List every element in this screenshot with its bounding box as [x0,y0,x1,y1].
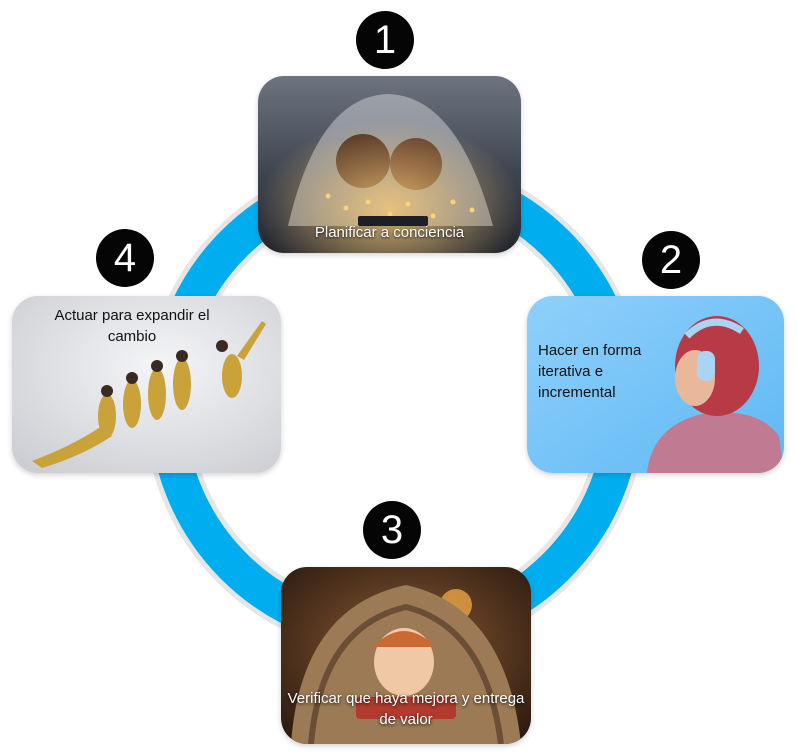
step-1-number-badge: 1 [356,11,414,69]
step-1-card: Planificar a conciencia [258,76,521,253]
dancers-image [12,296,281,473]
step-3-label: Verificar que haya mejora y entrega de v… [287,690,525,728]
step-1-label: Planificar a conciencia [314,224,465,241]
woman-with-headphones-image [527,296,784,473]
step-3-number-badge: 3 [363,501,421,559]
step-3-card: Verificar que haya mejora y entrega de v… [281,567,531,744]
child-under-blanket-image [281,567,531,744]
step-4-number-badge: 4 [96,229,154,287]
step-2-label: Hacer en forma iterativa e incremental [538,342,642,401]
step-2-number-badge: 2 [642,231,700,289]
step-4-card: Actuar para expandir el cambio [12,296,281,473]
step-2-card: Hacer en forma iterativa e incremental [527,296,784,473]
children-with-tablet-image [258,76,521,253]
step-4-label: Actuar para expandir el cambio [54,307,210,345]
